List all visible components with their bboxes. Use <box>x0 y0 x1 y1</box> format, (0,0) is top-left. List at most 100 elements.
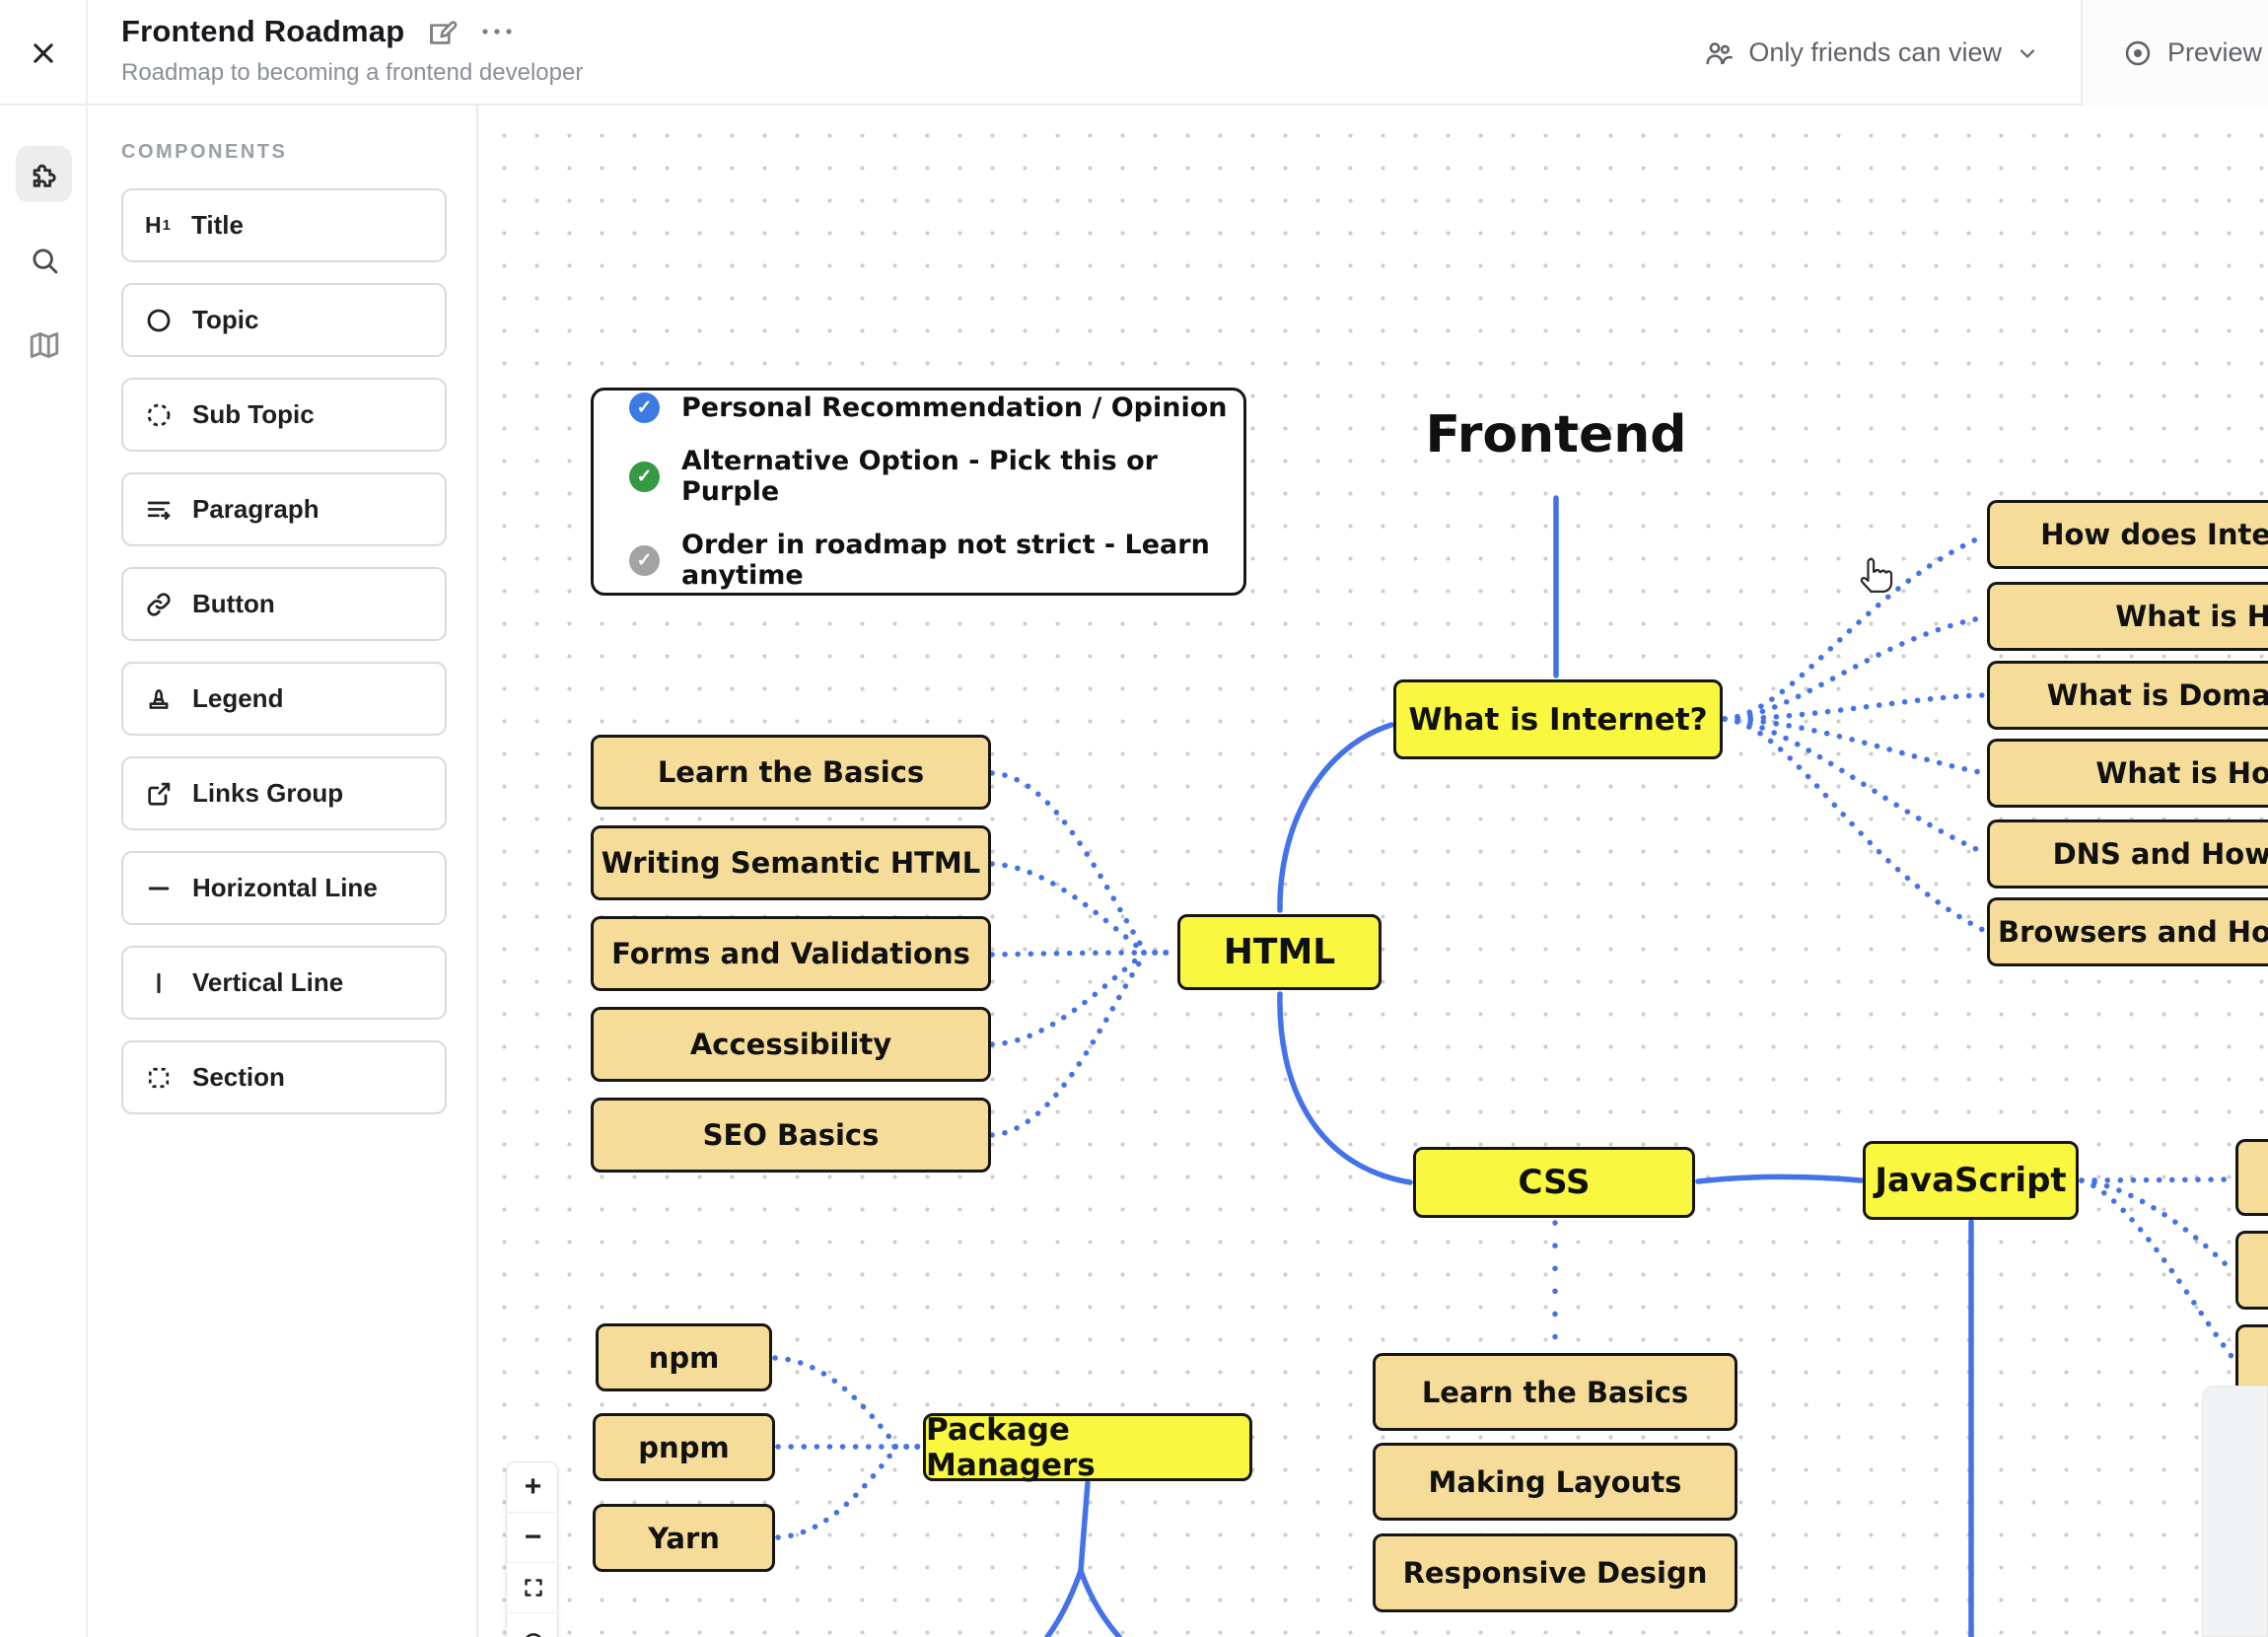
header: Frontend Roadmap Roadmap to becoming a f… <box>0 0 2268 106</box>
component-label: Title <box>190 210 244 240</box>
subtopic-what-is-domain[interactable]: What is Doma <box>1987 661 2268 730</box>
subtopic-js-clipped-1[interactable] <box>2235 1139 2268 1216</box>
rail-roadmaps-button[interactable] <box>16 317 72 373</box>
eye-icon <box>2122 37 2154 69</box>
paragraph-icon <box>145 496 173 524</box>
subtopic-npm[interactable]: npm <box>596 1323 772 1391</box>
component-legend[interactable]: Legend <box>121 662 447 736</box>
component-horizontal-line[interactable]: Horizontal Line <box>121 851 447 925</box>
topic-what-is-internet[interactable]: What is Internet? <box>1393 679 1723 759</box>
preview-button[interactable]: Preview <box>2082 0 2268 106</box>
check-circle-icon: ✓ <box>629 392 660 423</box>
zoom-in-button[interactable]: + <box>507 1462 557 1513</box>
component-sub-topic[interactable]: Sub Topic <box>121 378 447 452</box>
subtopic-yarn[interactable]: Yarn <box>593 1504 775 1572</box>
component-section[interactable]: Section <box>121 1040 447 1114</box>
horizontal-line-icon <box>145 875 173 902</box>
subtopic-dns-and-how[interactable]: DNS and How <box>1987 819 2268 889</box>
components-puzzle-icon <box>28 158 61 191</box>
subtopic-js-clipped-3[interactable] <box>2235 1324 2268 1395</box>
zoom-out-button[interactable]: − <box>507 1513 557 1563</box>
subtopic-browsers-and-how[interactable]: Browsers and Ho <box>1987 897 2268 966</box>
document-title-block: Frontend Roadmap Roadmap to becoming a f… <box>121 14 583 87</box>
legend-row: ✓ Personal Recommendation / Opinion <box>629 392 1243 423</box>
subtopic-making-layouts[interactable]: Making Layouts <box>1373 1443 1737 1521</box>
topic-javascript[interactable]: JavaScript <box>1863 1141 2079 1220</box>
dashed-square-icon <box>145 1064 173 1092</box>
check-circle-icon: ✓ <box>629 544 660 576</box>
legend-node[interactable]: ✓ Personal Recommendation / Opinion ✓ Al… <box>591 388 1246 596</box>
visibility-dropdown[interactable]: Only friends can view <box>1662 0 2081 106</box>
subtopic-accessibility[interactable]: Accessibility <box>591 1007 991 1082</box>
component-label: Section <box>192 1062 285 1092</box>
component-label: Topic <box>192 305 259 334</box>
legend-label: Alternative Option - Pick this or Purple <box>681 446 1158 507</box>
component-label: Legend <box>192 683 284 713</box>
roadmap-canvas[interactable]: ✓ Personal Recommendation / Opinion ✓ Al… <box>478 106 2268 1637</box>
reset-view-button[interactable] <box>507 1613 557 1637</box>
component-label: Button <box>192 589 275 618</box>
preview-label: Preview <box>2166 37 2262 67</box>
edit-icon[interactable] <box>426 16 459 48</box>
ellipsis-icon[interactable] <box>480 26 514 37</box>
component-paragraph[interactable]: Paragraph <box>121 472 447 546</box>
roadmaps-map-icon <box>28 328 61 362</box>
legend-label: Order in roadmap not strict - Learn anyt… <box>681 530 1210 591</box>
subtopic-learn-the-basics-html[interactable]: Learn the Basics <box>591 735 991 810</box>
rail-search-button[interactable] <box>16 232 72 288</box>
connector-wires <box>772 495 2236 1637</box>
chevron-down-icon <box>2016 41 2039 65</box>
component-label: Sub Topic <box>192 399 315 429</box>
legend-row: ✓ Alternative Option - Pick this or Purp… <box>629 446 1243 507</box>
topic-css[interactable]: CSS <box>1413 1147 1695 1218</box>
dashed-circle-icon <box>145 401 173 429</box>
link-icon <box>145 591 173 618</box>
subtopic-what-is-http[interactable]: What is H <box>1987 582 2268 651</box>
legend-row: ✓ Order in roadmap not strict - Learn an… <box>629 530 1243 591</box>
topic-package-managers[interactable]: Package Managers <box>923 1412 1252 1483</box>
component-label: Links Group <box>192 778 344 808</box>
subtopic-learn-the-basics-css[interactable]: Learn the Basics <box>1373 1353 1737 1431</box>
components-section-label: COMPONENTS <box>121 141 288 163</box>
rail-components-button[interactable] <box>16 146 72 202</box>
legend-label: Personal Recommendation / Opinion <box>681 392 1228 423</box>
fullscreen-icon <box>522 1576 545 1600</box>
external-link-icon <box>145 780 173 808</box>
page-subtitle: Roadmap to becoming a frontend developer <box>121 59 584 86</box>
topic-html[interactable]: HTML <box>1177 914 1382 990</box>
corner-panel <box>2202 1386 2268 1637</box>
close-icon <box>30 39 57 67</box>
reset-arrow-icon <box>522 1627 545 1637</box>
zoom-controls: + − <box>506 1461 558 1637</box>
subtopic-js-clipped-2[interactable] <box>2235 1231 2268 1310</box>
header-divider <box>2080 0 2083 106</box>
component-links-group[interactable]: Links Group <box>121 756 447 830</box>
component-button[interactable]: Button <box>121 567 447 641</box>
subtopic-how-does-internet-work[interactable]: How does Inte <box>1987 500 2268 569</box>
check-circle-icon: ✓ <box>629 461 660 492</box>
people-icon <box>1703 37 1735 69</box>
subtopic-writing-semantic-html[interactable]: Writing Semantic HTML <box>591 825 991 900</box>
search-icon <box>29 245 60 276</box>
subtopic-seo-basics[interactable]: SEO Basics <box>591 1098 991 1173</box>
component-label: Paragraph <box>192 494 319 524</box>
left-rail <box>0 106 88 1637</box>
vertical-line-icon <box>145 969 173 997</box>
page-title: Frontend Roadmap <box>121 14 405 48</box>
subtopic-pnpm[interactable]: pnpm <box>593 1413 775 1481</box>
close-button[interactable] <box>0 0 88 106</box>
fullscreen-button[interactable] <box>507 1563 557 1613</box>
roadmap-title[interactable]: Frontend <box>1425 405 1687 464</box>
subtopic-responsive-design[interactable]: Responsive Design <box>1373 1533 1737 1612</box>
component-topic[interactable]: Topic <box>121 283 447 357</box>
subtopic-what-is-hosting[interactable]: What is Ho <box>1987 739 2268 808</box>
component-label: Vertical Line <box>192 967 344 997</box>
stamp-icon <box>145 685 173 713</box>
subtopic-forms-and-validations[interactable]: Forms and Validations <box>591 916 991 991</box>
component-vertical-line[interactable]: Vertical Line <box>121 946 447 1020</box>
